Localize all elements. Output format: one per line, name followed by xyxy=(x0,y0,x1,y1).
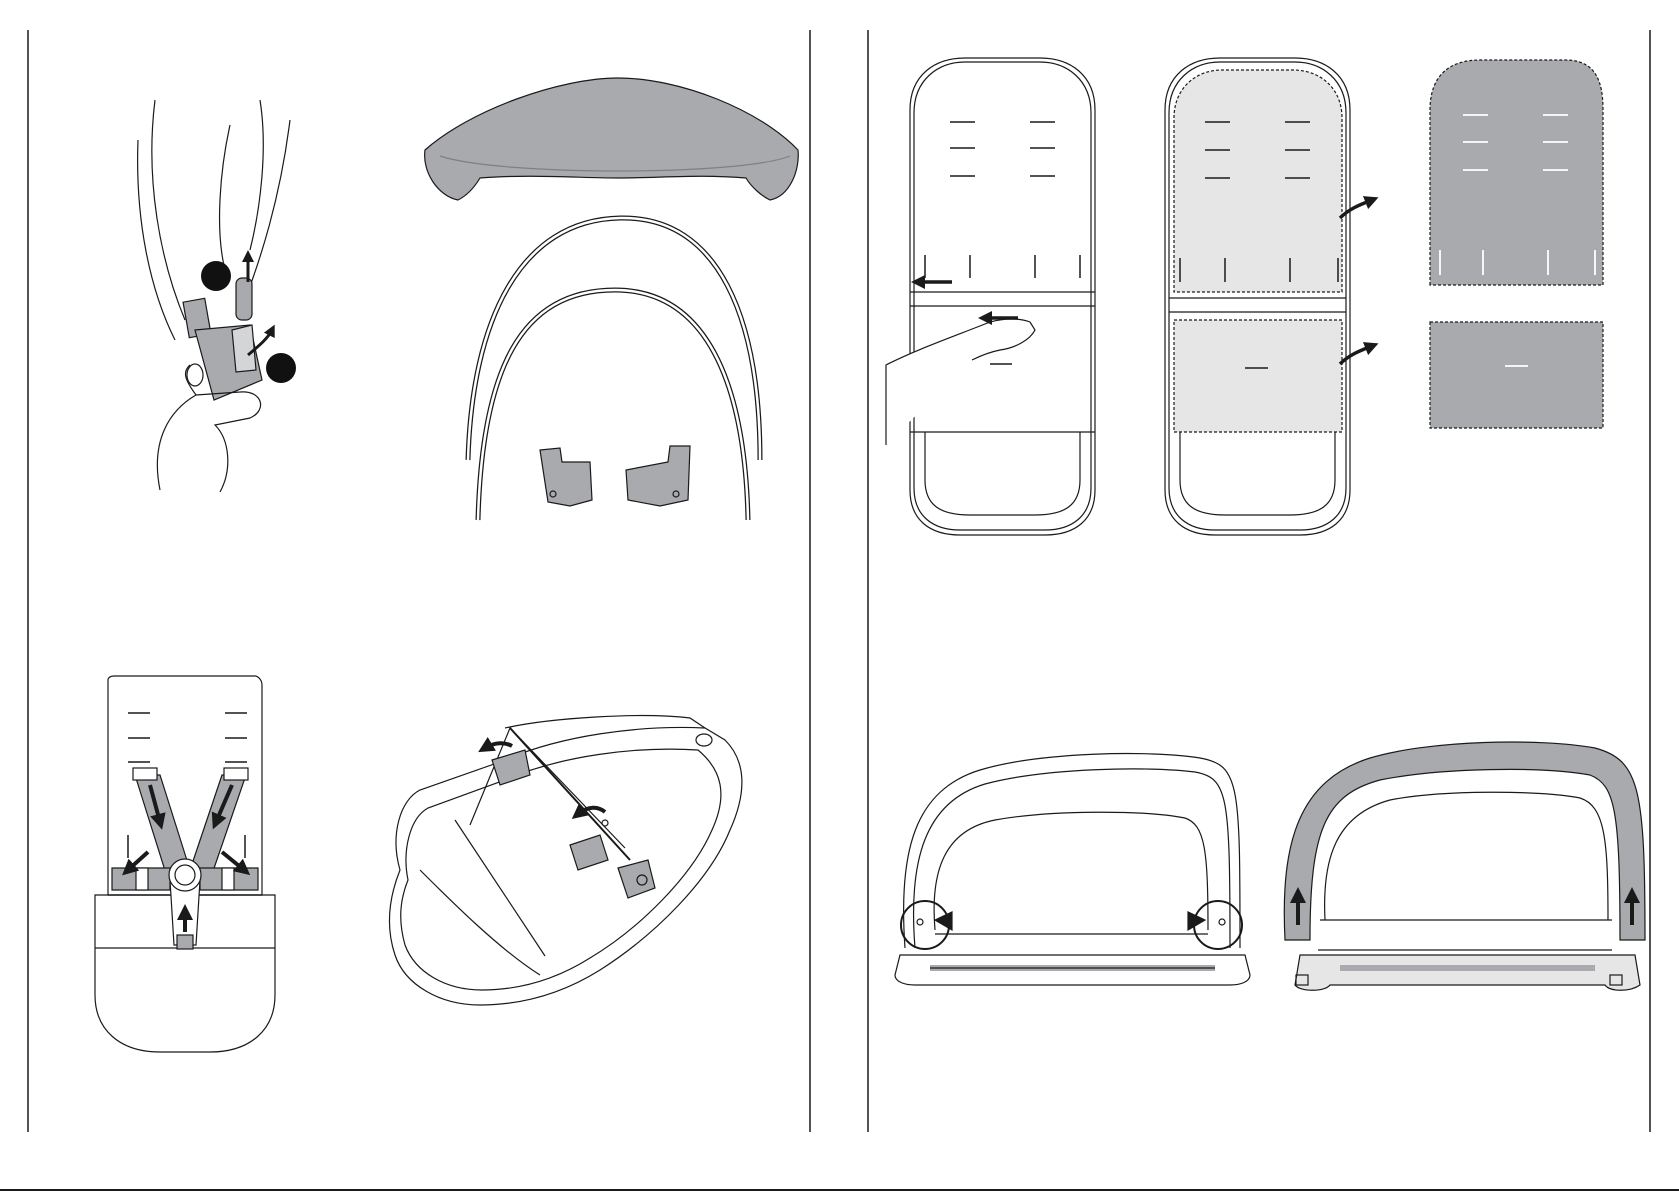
panel-bumper-bar-cover xyxy=(895,742,1645,990)
curved-arrow-icon xyxy=(1340,346,1372,364)
panel-canopy-frame-attach xyxy=(390,716,742,1005)
page-dividers xyxy=(0,30,1679,1190)
step-callout-icon xyxy=(266,353,296,383)
panel-harness-buckle-release xyxy=(138,100,290,492)
arrow-icon xyxy=(222,852,244,870)
panel-canopy-parts xyxy=(425,78,799,520)
step-callout-icon xyxy=(201,261,231,291)
curved-arrow-icon xyxy=(485,743,512,748)
panel-seat-liner-zip-removal xyxy=(886,58,1603,535)
curved-arrow-icon xyxy=(1340,200,1372,218)
arrow-icon xyxy=(128,852,148,870)
panel-seat-harness-removal xyxy=(95,676,275,1052)
arrow-icon xyxy=(935,912,952,930)
